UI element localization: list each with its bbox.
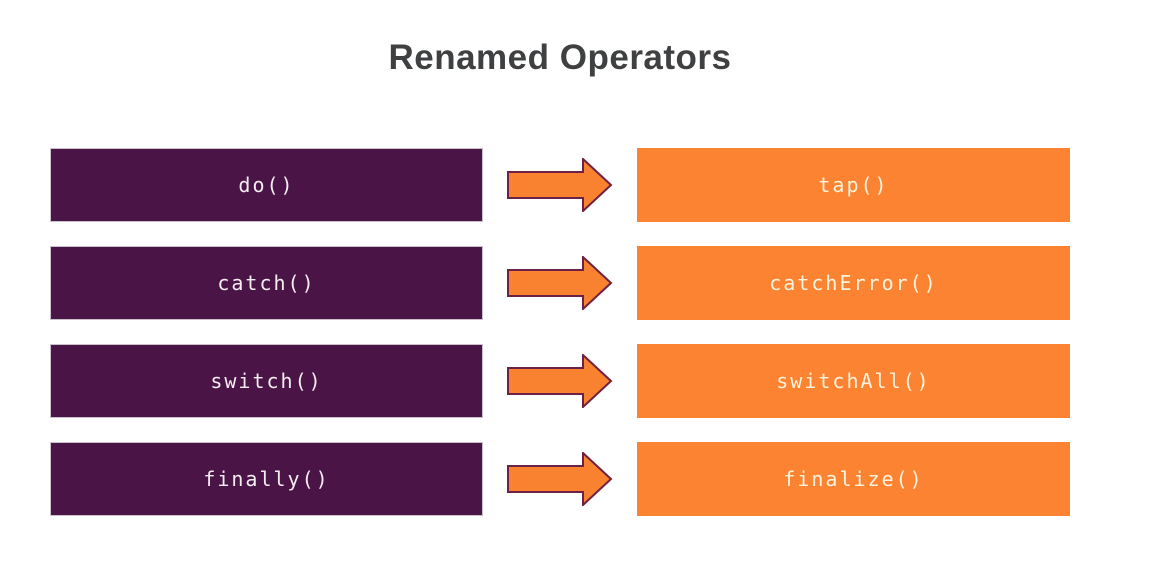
old-operator-label: catch() xyxy=(217,271,316,295)
mapping-row: finally() finalize() xyxy=(50,442,1070,516)
old-operator-box: finally() xyxy=(50,442,483,516)
new-operator-box: tap() xyxy=(637,148,1070,222)
new-operator-label: tap() xyxy=(818,173,889,197)
old-operator-label: do() xyxy=(238,173,295,197)
slide-title: Renamed Operators xyxy=(388,38,732,77)
arrow-cell xyxy=(483,256,637,310)
arrow-right-icon xyxy=(507,158,613,212)
new-operator-box: switchAll() xyxy=(637,344,1070,418)
arrow-right-icon xyxy=(507,452,613,506)
mapping-row: do() tap() xyxy=(50,148,1070,222)
old-operator-label: finally() xyxy=(203,467,330,491)
arrow-cell xyxy=(483,158,637,212)
new-operator-label: finalize() xyxy=(783,467,924,491)
new-operator-label: catchError() xyxy=(769,271,938,295)
new-operator-box: finalize() xyxy=(637,442,1070,516)
arrow-right-icon xyxy=(507,354,613,408)
arrow-cell xyxy=(483,354,637,408)
old-operator-box: switch() xyxy=(50,344,483,418)
old-operator-label: switch() xyxy=(210,369,323,393)
arrow-cell xyxy=(483,452,637,506)
new-operator-label: switchAll() xyxy=(776,369,931,393)
arrow-right-icon xyxy=(507,256,613,310)
mapping-row: catch() catchError() xyxy=(50,246,1070,320)
old-operator-box: do() xyxy=(50,148,483,222)
mapping-rows: do() tap() catch() catchError() xyxy=(50,148,1070,516)
mapping-row: switch() switchAll() xyxy=(50,344,1070,418)
old-operator-box: catch() xyxy=(50,246,483,320)
new-operator-box: catchError() xyxy=(637,246,1070,320)
